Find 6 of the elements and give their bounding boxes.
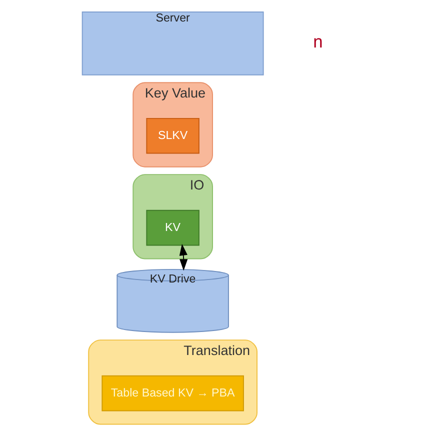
label: n bbox=[312, 32, 322, 52]
node-box: KV bbox=[146, 210, 199, 246]
arrow bbox=[178, 244, 188, 271]
node-box: Table Based KV → PBA bbox=[101, 375, 244, 412]
node-box: Server bbox=[81, 12, 264, 76]
node-box: SLKV bbox=[146, 118, 199, 154]
